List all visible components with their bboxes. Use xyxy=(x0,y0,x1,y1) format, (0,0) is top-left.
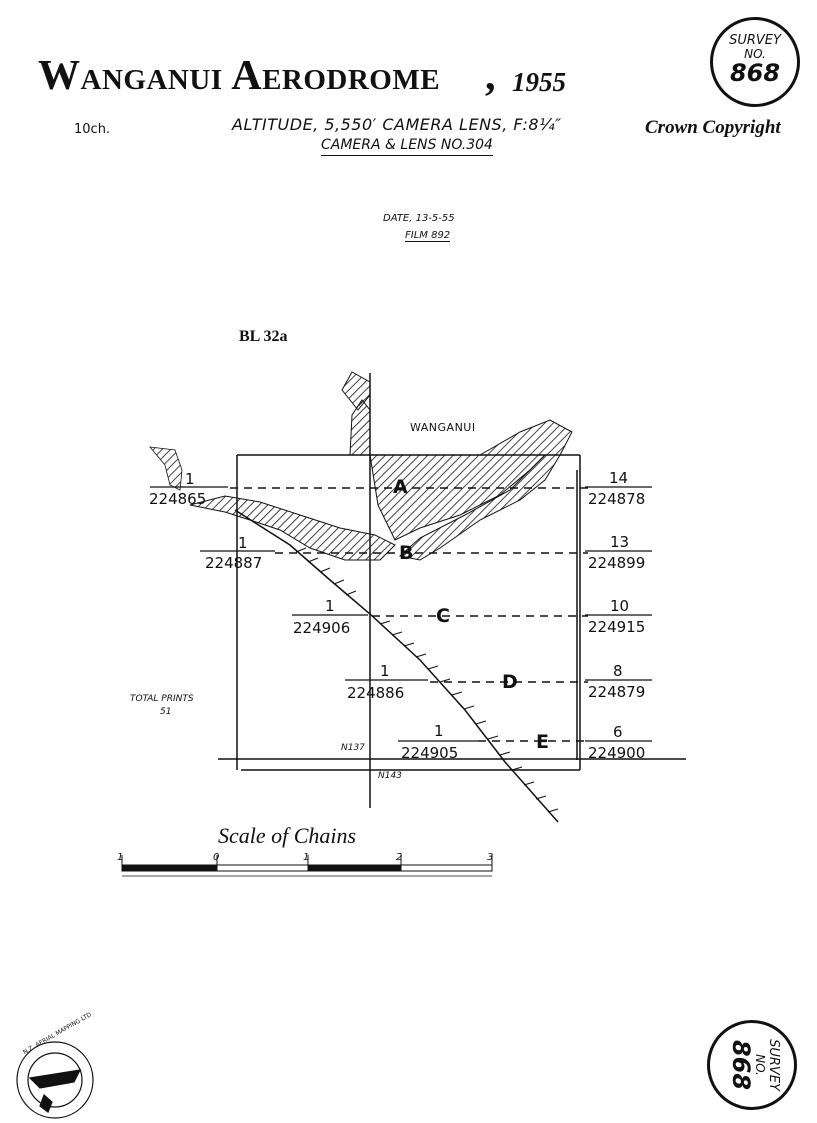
scale-tick-left: 1 xyxy=(117,852,124,863)
river-hatch xyxy=(149,371,573,561)
run-c-right-top: 10 xyxy=(610,597,630,615)
scale-tick-1: 1 xyxy=(303,852,310,863)
sheet-title: Wanganui Aerodrome xyxy=(38,53,441,99)
scale-title: Scale of Chains xyxy=(218,823,357,848)
run-d-left-bottom: 224886 xyxy=(347,684,405,702)
scale-bar xyxy=(121,855,493,877)
survey-seal-top: SURVEY NO. 868 xyxy=(710,17,800,107)
flight-film: FILM 892 xyxy=(405,230,451,242)
run-letter-b: B xyxy=(399,542,414,564)
run-b-left-top: 1 xyxy=(238,534,248,552)
total-prints-label: TOTAL PRINTS xyxy=(130,694,194,704)
camera-line: CAMERA & LENS NO.304 xyxy=(321,137,493,156)
run-a-right-bottom: 224878 xyxy=(588,490,646,508)
grid-label-n143: N143 xyxy=(378,771,402,781)
run-d-right-bottom: 224879 xyxy=(588,683,646,701)
scale-tick-2: 2 xyxy=(396,852,403,863)
run-letter-c: C xyxy=(436,605,450,627)
scale-note: 10ch. xyxy=(74,122,111,137)
seal-no-text: NO. xyxy=(744,47,766,61)
coastline-hatch xyxy=(295,547,559,813)
sheet-id: BL 32a xyxy=(239,328,288,345)
map-frame xyxy=(218,373,686,808)
run-e-left-top: 1 xyxy=(434,722,444,740)
seal-number: 868 xyxy=(729,59,781,87)
sheet-year: 1955 xyxy=(512,67,566,97)
seal-survey-text: SURVEY xyxy=(729,33,781,48)
scale-tick-0: 0 xyxy=(213,852,220,863)
run-a-left-top: 1 xyxy=(185,470,195,488)
scale-tick-3: 3 xyxy=(487,852,494,863)
grid-label-n137: N137 xyxy=(341,743,365,753)
fraction-bars xyxy=(150,486,652,742)
run-letter-d: D xyxy=(502,671,518,693)
run-letter-a: A xyxy=(393,476,408,498)
run-letter-e: E xyxy=(536,731,549,753)
place-label: WANGANUI xyxy=(410,421,476,434)
flight-date: DATE, 13-5-55 xyxy=(383,213,455,224)
run-c-left-top: 1 xyxy=(325,597,335,615)
coastline xyxy=(234,509,559,823)
run-c-left-bottom: 224906 xyxy=(293,619,351,637)
altitude-line: ALTITUDE, 5,550′ CAMERA LENS, F:8¼″ xyxy=(232,115,562,134)
total-prints-value: 51 xyxy=(160,707,172,717)
run-b-left-bottom: 224887 xyxy=(205,554,263,572)
run-d-right-top: 8 xyxy=(613,662,623,680)
run-a-right-top: 14 xyxy=(609,469,629,487)
run-c-right-bottom: 224915 xyxy=(588,618,646,636)
run-b-right-bottom: 224899 xyxy=(588,554,646,572)
run-d-left-top: 1 xyxy=(380,662,390,680)
run-e-left-bottom: 224905 xyxy=(401,744,459,762)
run-e-right-bottom: 224900 xyxy=(588,744,646,762)
flight-runs xyxy=(230,487,588,742)
run-e-right-top: 6 xyxy=(613,723,623,741)
copyright: Crown Copyright xyxy=(645,117,781,138)
run-b-right-top: 13 xyxy=(610,533,630,551)
aerial-mapping-logo-icon xyxy=(16,1041,94,1119)
title-comma: , xyxy=(485,53,496,99)
run-a-left-bottom: 224865 xyxy=(149,490,207,508)
